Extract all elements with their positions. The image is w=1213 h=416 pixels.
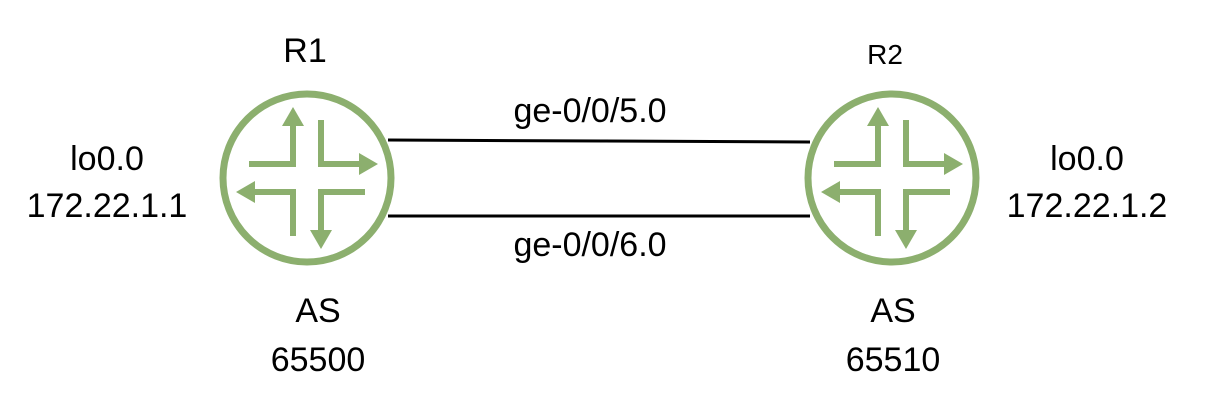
- loopback-address-label: 172.22.1.2: [1007, 187, 1168, 225]
- link-label-ge-0-0-6: ge-0/0/6.0: [513, 226, 666, 264]
- as-number-label: 65500: [271, 341, 366, 379]
- as-label: AS: [295, 292, 340, 330]
- router-name: R1: [283, 32, 326, 70]
- as-label: AS: [870, 292, 915, 330]
- link-label-ge-0-0-5: ge-0/0/5.0: [513, 92, 666, 130]
- juniper-router-icon: [219, 90, 395, 266]
- loopback-interface-label: lo0.0: [70, 140, 144, 178]
- links: [387, 138, 811, 218]
- router-r1: R1 lo0.0 172.22.1.1 AS 65500: [27, 32, 395, 379]
- loopback-address-label: 172.22.1.1: [27, 187, 188, 225]
- router-name: R2: [867, 39, 903, 70]
- juniper-router-icon: [804, 90, 980, 266]
- as-number-label: 65510: [846, 341, 941, 379]
- router-r2: R2 lo0.0 172.22.1.2 AS 65510: [804, 39, 1168, 379]
- link-ge-0-0-5: [387, 138, 811, 144]
- loopback-interface-label: lo0.0: [1050, 140, 1124, 178]
